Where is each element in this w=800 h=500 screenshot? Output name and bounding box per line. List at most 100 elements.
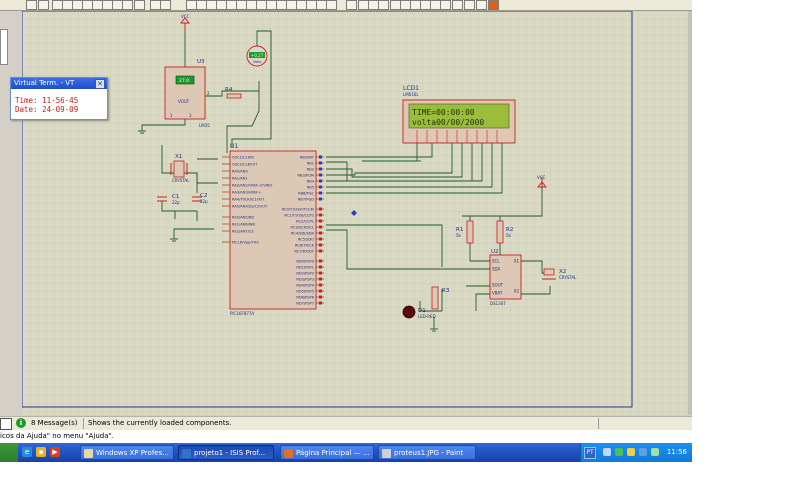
r2-ref: R2 (506, 227, 513, 233)
lcd-line2: volta00/00/2000 (412, 118, 484, 127)
system-tray: PT 11:56 (580, 443, 692, 462)
status-indicator[interactable] (0, 418, 12, 430)
r2-value: 5k (506, 233, 512, 238)
ds1307-pin-label: X2 (514, 289, 520, 294)
toolbar-button[interactable] (326, 0, 337, 10)
pic-pin-label: RD6/PSP6 (296, 296, 314, 300)
vcc-symbol-right: VCC (537, 175, 547, 188)
taskbar-button[interactable]: projeto1 - ISIS Prof... (178, 445, 274, 460)
pic-pin-label: RA3/AN3/VREF+ (232, 191, 261, 195)
status-separator (83, 418, 84, 429)
u3-value: VOUT (178, 99, 190, 104)
ds1307-pin-label: SDA (492, 267, 501, 272)
app-icon (182, 449, 191, 458)
capacitor-c2[interactable]: C2 22p (192, 193, 208, 204)
sheet-border (22, 11, 633, 408)
schematic-canvas[interactable]: VCC VCC 27.0 VOUT U3 LM35 (22, 11, 688, 415)
terminal-line-time: Time: 11-56-45 (15, 96, 79, 105)
language-indicator[interactable]: PT (584, 447, 596, 459)
status-separator (598, 418, 599, 429)
toolbar-button[interactable] (440, 0, 451, 10)
info-icon[interactable]: i (16, 418, 26, 428)
u1-part: PIC16F877A (230, 311, 254, 316)
pic-pin-label: RD5/PSP5 (296, 290, 314, 294)
resistor-r4[interactable]: R4 (225, 87, 242, 99)
start-button[interactable] (0, 443, 18, 462)
app-icon (84, 449, 93, 458)
crystal-x1[interactable]: X1 CRYSTAL (170, 154, 190, 183)
speaker-icon[interactable] (639, 448, 647, 456)
virtual-terminal-title[interactable]: Virtual Term. - VT ✕ (11, 78, 107, 89)
media-icon[interactable]: ▶ (50, 447, 60, 457)
toolbar-button[interactable] (160, 0, 171, 10)
shield-icon[interactable] (627, 448, 635, 456)
ds1307-pin-label: VBAT (492, 291, 503, 296)
messenger-icon[interactable] (651, 448, 659, 456)
resistor-r3[interactable]: R3 (431, 286, 450, 310)
virtual-terminal-title-text: Virtual Term. - VT (14, 79, 75, 87)
close-icon[interactable]: ✕ (95, 79, 105, 89)
x1-part: CRYSTAL (172, 178, 190, 183)
svg-text:1: 1 (170, 113, 173, 118)
pic-pin-label: RB4 (307, 180, 315, 184)
svg-text:3: 3 (189, 113, 192, 118)
clock[interactable]: 11:56 (666, 448, 687, 456)
toolbar-button[interactable] (476, 0, 487, 10)
toolbar-button[interactable] (464, 0, 475, 10)
arrow-icon[interactable] (603, 448, 611, 456)
toolbar-button[interactable] (26, 0, 37, 10)
pic-pin-label: RD3/PSP3 (296, 278, 314, 282)
pic-pin-label: MCLR/Vpp/THV (232, 241, 259, 245)
toolbar-button[interactable] (452, 0, 463, 10)
toolbar-button[interactable] (346, 0, 357, 10)
pic-pin-label: RC5/SDO (298, 238, 314, 242)
pic-pin-label: RD2/PSP2 (296, 272, 314, 276)
pic-pin-label: RB5 (307, 186, 314, 190)
toolbar-button[interactable] (488, 0, 499, 10)
lm35-sensor[interactable]: 27.0 VOUT U3 LM35 1 3 2 (164, 59, 210, 128)
pic-right-pins: RB0/INTRB1RB2RB3/PGMRB4RB5RB6/PGCRB7/PGD… (282, 155, 324, 306)
ie-icon[interactable]: e (22, 447, 32, 457)
virtual-terminal-window[interactable]: Virtual Term. - VT ✕ Time: 11-56-45 Date… (10, 77, 108, 120)
vertical-scrollbar[interactable] (688, 11, 692, 415)
pic-pin-label: RC4/SDI/SDA (291, 232, 315, 236)
ds1307-pin-label: SCL (492, 259, 500, 264)
message-count[interactable]: 8 Message(s) (31, 419, 78, 427)
toolbar-button[interactable] (134, 0, 145, 10)
crystal-x2[interactable]: X2 CRYSTAL (542, 268, 577, 280)
c1-value: 22p (172, 200, 180, 205)
lcd-display[interactable]: TIME=00:00:00 volta00/00/2000 LCD1 LM016… (402, 85, 516, 144)
r4-ref: R4 (225, 87, 233, 93)
ground-symbols (138, 130, 438, 332)
voltmeter[interactable]: +0.27 Volts (246, 45, 268, 67)
taskbar-button[interactable]: proteus1.JPG - Paint (378, 445, 476, 460)
taskbar-button[interactable]: Windows XP Profes... (80, 445, 174, 460)
toolbar-button[interactable] (122, 0, 133, 10)
network-icon[interactable] (615, 448, 623, 456)
x2-part: CRYSTAL (559, 275, 577, 280)
resistor-r1[interactable]: R1 5k (456, 220, 474, 244)
toolbar (0, 0, 692, 11)
vcc-label-right: VCC (537, 175, 546, 180)
folder-icon[interactable]: ▪ (36, 447, 46, 457)
resistor-r2[interactable]: R2 5k (496, 220, 513, 244)
pic-pin-label: RC0/T1OSO/T1CKI (282, 208, 314, 212)
pic-microcontroller[interactable]: U1 PIC16F877A OSC1/CLKINOSC2/CLKOUTRA0/A… (222, 143, 324, 316)
app-icon (284, 449, 293, 458)
r1-ref: R1 (456, 227, 463, 233)
r3-ref: R3 (442, 288, 450, 294)
vcc-symbol-top: VCC (180, 14, 190, 31)
led-d1[interactable]: D1 LED-RED (402, 305, 436, 319)
schematic-drawing[interactable]: VCC VCC 27.0 VOUT U3 LM35 (22, 11, 688, 415)
u3-part: LM35 (199, 123, 210, 128)
status-bar: i 8 Message(s) Shows the currently loade… (0, 416, 692, 430)
toolbar-button[interactable] (38, 0, 49, 10)
toolbar-button[interactable] (378, 0, 389, 10)
taskbar-button[interactable]: Página Principal — ... (280, 445, 374, 460)
c2-ref: C2 (200, 193, 207, 199)
pic-pin-label: RA2/AN2/VREF-/CVREF (232, 184, 273, 188)
capacitor-c1[interactable]: C1 22p (157, 194, 180, 205)
pic-pin-label: RD7/PSP7 (296, 302, 314, 306)
